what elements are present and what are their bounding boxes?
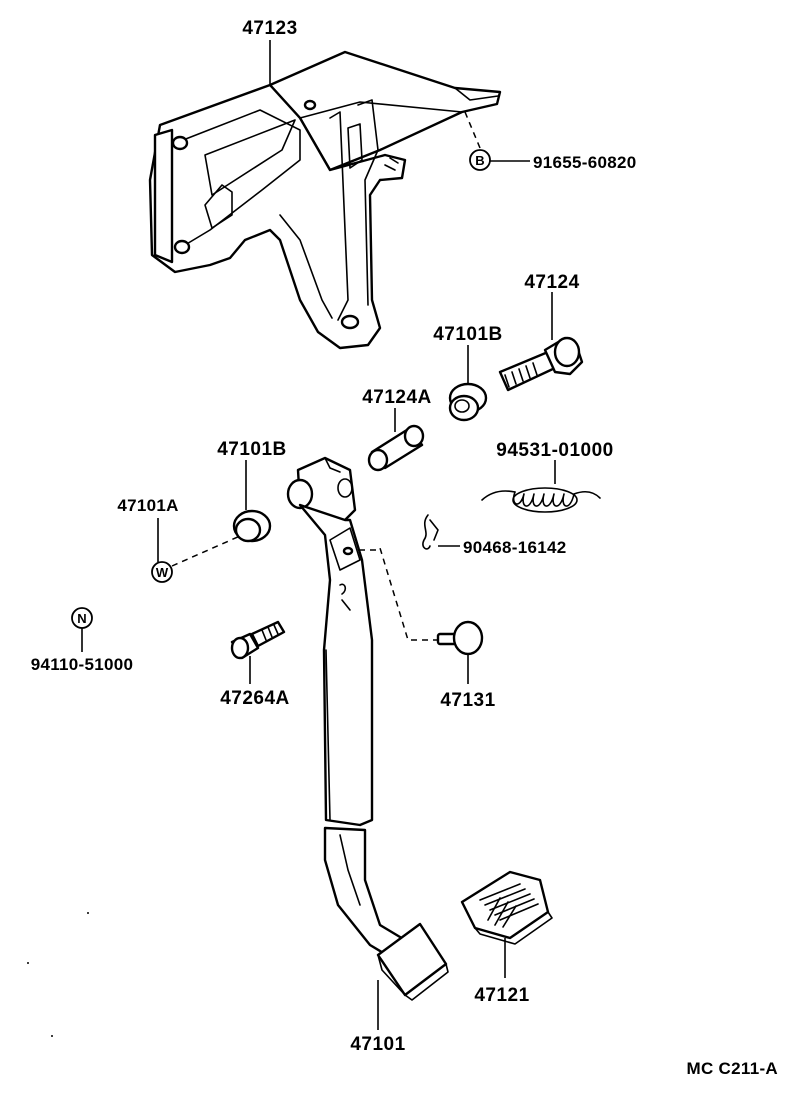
- part-number-bracket-bolt: 91655-60820: [533, 153, 637, 172]
- part-number-cushion: 47131: [440, 690, 495, 711]
- diagram-code: MC C211-A: [686, 1059, 778, 1078]
- brake-pedal-drawing: 47101: [286, 456, 449, 1055]
- part-number-stopper-bolt: 47264A: [220, 688, 290, 709]
- bracket-bolt-callout: B 91655-60820: [464, 111, 637, 172]
- cushion-drawing: 47131: [348, 546, 495, 711]
- pedal-bracket-drawing: [148, 50, 502, 350]
- part-number-bushing-upper: 47101B: [433, 324, 503, 345]
- part-number-nut: 94110-51000: [31, 655, 134, 674]
- nut-symbol: N: [77, 611, 86, 626]
- pedal-pad-drawing: 47121: [460, 870, 553, 1006]
- upper-bushing-drawing: 47101B: [433, 324, 503, 422]
- part-number-bracket: 47123: [242, 18, 297, 39]
- part-number-clip: 90468-16142: [463, 538, 567, 557]
- part-number-collar: 47124A: [362, 387, 432, 408]
- part-number-brake-pedal: 47101: [350, 1034, 405, 1055]
- part-number-return-spring: 94531-01000: [496, 440, 614, 461]
- washer-symbol: W: [156, 565, 169, 580]
- washer-callout: 47101A W: [117, 496, 241, 583]
- part-number-bushing-lower: 47101B: [217, 439, 287, 460]
- return-spring-drawing: 94531-01000: [481, 440, 614, 513]
- part-number-pivot-bolt: 47124: [524, 272, 579, 293]
- collar-drawing: 47124A: [362, 387, 432, 472]
- lower-bushing-drawing: 47101B: [217, 439, 287, 543]
- nut-callout: N 94110-51000: [31, 607, 134, 674]
- part-number-pedal-pad: 47121: [474, 985, 529, 1006]
- clip-drawing: 90468-16142: [422, 514, 567, 557]
- pivot-bolt-drawing: 47124: [498, 272, 584, 392]
- bolt-symbol-circle: [469, 149, 491, 171]
- bolt-symbol: B: [475, 153, 484, 168]
- stopper-bolt-drawing: 47264A: [220, 620, 290, 709]
- part-number-washer: 47101A: [117, 496, 178, 515]
